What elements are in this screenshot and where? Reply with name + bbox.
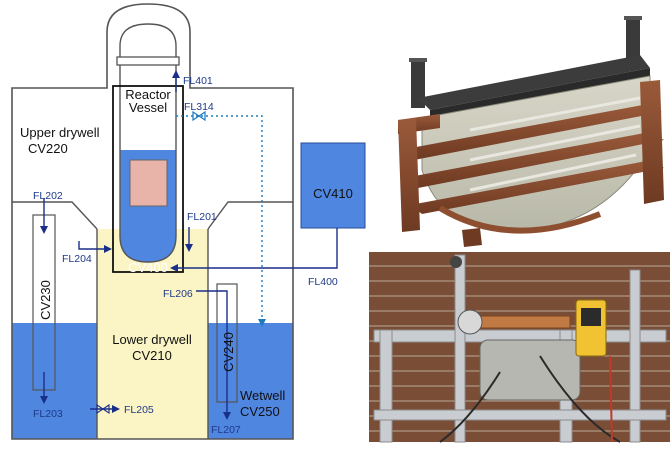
fl314-label: FL314 xyxy=(184,101,214,113)
fl206-arrow xyxy=(196,290,231,420)
fl202-label: FL202 xyxy=(33,190,63,202)
cad-frame-side-left xyxy=(398,118,420,232)
cad-frame-arc xyxy=(438,205,602,234)
water-pool-right xyxy=(205,323,293,439)
fl205-label: FL205 xyxy=(124,404,154,416)
reactor-vessel xyxy=(119,65,177,263)
fl201-label: FL201 xyxy=(187,211,217,223)
cv400-boundary xyxy=(112,85,184,273)
fl204-arrow xyxy=(78,241,112,253)
cad-frame-bar-1 xyxy=(400,104,662,160)
wetwell-label-2: CV250 xyxy=(240,404,280,419)
fl204-label: FL204 xyxy=(62,253,92,265)
reactor-vessel-bottom-water xyxy=(120,218,176,262)
vessel-flange xyxy=(116,56,180,66)
cad-post-right xyxy=(626,18,640,68)
fl314-line xyxy=(176,115,266,327)
frame-post-1 xyxy=(379,329,393,443)
lower-drywell-label-2: CV210 xyxy=(132,348,172,363)
containment-outline xyxy=(11,3,294,440)
fl206-label: FL206 xyxy=(163,288,193,300)
diaphragm-right xyxy=(207,201,293,230)
copper-pipe xyxy=(469,315,571,329)
vessel-head-dome xyxy=(119,23,177,58)
lower-drywell-label-1: Lower drywell xyxy=(112,332,192,347)
water-pool-left xyxy=(12,323,100,439)
fl401-label: FL401 xyxy=(183,75,213,87)
fl314-valve xyxy=(192,110,206,122)
fl400-arrow xyxy=(170,228,338,272)
frame-post-4 xyxy=(629,269,641,443)
fl203-label: FL203 xyxy=(33,408,63,420)
fl207-label: FL207 xyxy=(211,424,241,436)
cv410-box xyxy=(300,142,366,229)
fl400-label: FL400 xyxy=(308,276,338,288)
upper-drywell-label-2: CV220 xyxy=(28,141,68,156)
cad-render-illustration xyxy=(398,16,664,247)
lamp xyxy=(450,256,462,268)
cv400-label: CV400 xyxy=(128,260,168,275)
lab-photo-illustration xyxy=(369,252,670,443)
reactor-vessel-label-2: Vessel xyxy=(129,100,167,115)
cad-top-rail xyxy=(418,55,650,110)
fl205-valve xyxy=(96,403,110,415)
cad-post-left xyxy=(411,60,425,108)
upper-drywell-label-1: Upper drywell xyxy=(20,125,100,140)
lower-drywell-region xyxy=(97,229,208,439)
cad-frame-bar-3 xyxy=(410,160,664,214)
cv240-label: CV240 xyxy=(221,332,236,372)
cv410-label: CV410 xyxy=(313,186,353,201)
cad-frame-bar-2 xyxy=(404,132,664,188)
frame-post-2 xyxy=(454,254,466,443)
frame-rail-bottom xyxy=(373,409,667,421)
cad-frame-side-right xyxy=(640,80,664,204)
pipe-flange xyxy=(457,309,483,335)
wetwell-label-1: Wetwell xyxy=(240,388,285,403)
cv230-label: CV230 xyxy=(38,280,53,320)
reactor-core xyxy=(129,159,168,207)
test-vessel xyxy=(479,339,581,401)
reactor-vessel-label-1: Reactor xyxy=(125,87,171,102)
diaphragm-left xyxy=(12,201,98,230)
containment-diagram: Reactor Vessel Upper drywell CV220 CV400… xyxy=(11,3,366,440)
